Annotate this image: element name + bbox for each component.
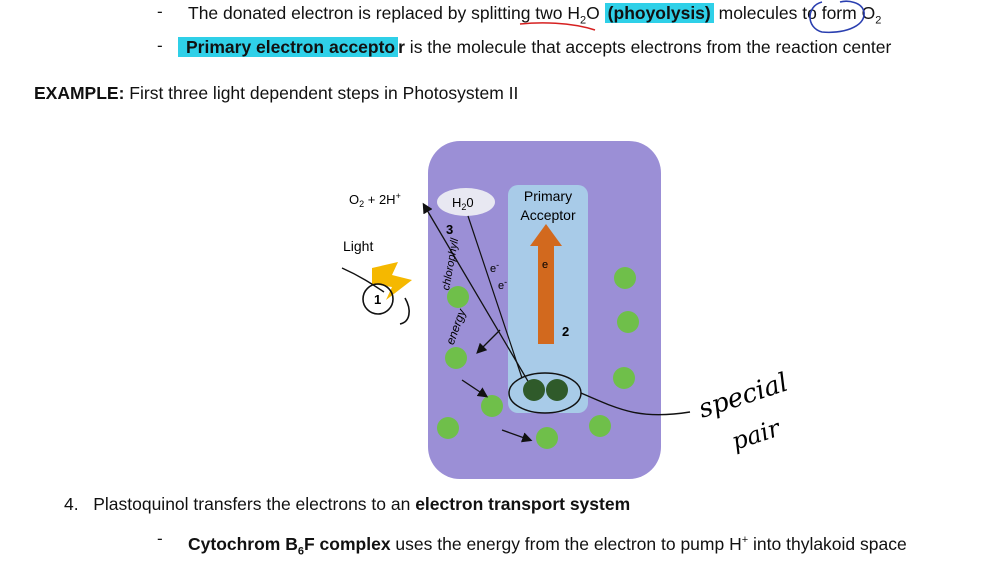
circle-annotation-o2	[809, 0, 865, 34]
text: Cytochrom B	[188, 533, 298, 554]
underlined-two: two	[535, 3, 563, 23]
example-line: EXAMPLE: First three light dependent ste…	[34, 82, 518, 104]
bullet-dash: -	[157, 2, 163, 21]
step-1: 1	[374, 292, 381, 307]
light-label: Light	[343, 238, 373, 254]
primary-label: Primary	[524, 188, 572, 204]
special-pair-a	[523, 379, 545, 401]
water-label: H20	[452, 195, 474, 212]
oxygen-protons-label: O2 + 2H+	[349, 191, 401, 209]
chlorophyll-dots	[437, 267, 639, 449]
e-label-a: e-	[490, 260, 499, 275]
handwritten-arc	[399, 297, 410, 325]
electron-label: e	[542, 259, 548, 271]
text: into thylakoid space	[748, 533, 907, 554]
chlorophyll	[614, 267, 636, 289]
text: uses the energy from the electron to pum…	[390, 533, 742, 554]
bullet-cytochrome: Cytochrom B6F complex uses the energy fr…	[188, 529, 907, 562]
step4-number: 4.	[64, 494, 79, 514]
acceptor-label: Acceptor	[520, 207, 576, 223]
text: r	[398, 37, 405, 57]
e-label-b: e-	[498, 277, 507, 292]
sub: 6	[297, 545, 304, 558]
special-pair-b	[546, 379, 568, 401]
handwritten-pair: pair	[728, 414, 785, 456]
water-split-arrow	[422, 202, 533, 389]
light-bolt	[372, 262, 412, 300]
step4-text: Plastoquinol transfers the electrons to …	[93, 494, 416, 514]
water-formula: H2O	[567, 3, 600, 27]
chlorophyll	[437, 417, 459, 439]
text: molecules to form	[713, 3, 862, 23]
oxygen-formula: O2	[861, 3, 882, 27]
bullet-dash: -	[157, 529, 163, 548]
sub: 2	[580, 14, 587, 27]
o: O	[586, 3, 600, 23]
text: is the molecule that accepts electrons f…	[404, 37, 892, 57]
electron-arrow-shaft	[538, 244, 554, 344]
chlorophyll	[447, 286, 469, 308]
energy-arrow	[501, 429, 533, 443]
sup: +	[741, 534, 749, 546]
example-label: EXAMPLE:	[34, 83, 125, 103]
step-2: 2	[562, 324, 569, 339]
chlorophyll	[536, 427, 558, 449]
highlight-primary-acceptor: Primary electron accepto	[178, 37, 399, 57]
energy-arrow	[476, 329, 501, 354]
text: The donated electron is replaced by spli…	[188, 3, 536, 23]
h: H	[567, 3, 581, 23]
bullet-photolysis: The donated electron is replaced by spli…	[188, 2, 881, 32]
handwritten-special: special	[695, 368, 792, 425]
water-oval	[437, 188, 495, 216]
example-text: First three light dependent steps in Pho…	[124, 83, 519, 103]
energy-arrow	[461, 379, 489, 398]
highlight-phoyolysis: (phoyolysis)	[604, 3, 714, 23]
sub: 2	[875, 14, 882, 27]
underline-annotation	[519, 22, 596, 31]
handwritten-stroke	[341, 267, 385, 293]
bullet-dash: -	[157, 36, 163, 55]
electron-arrow-head	[530, 224, 562, 246]
chlorophyll	[617, 311, 639, 333]
chlorophyll	[445, 347, 467, 369]
step-1-circle	[362, 283, 394, 315]
special-pair-pointer	[580, 392, 691, 416]
step4-bold: electron transport system	[415, 494, 631, 514]
step4-line: 4. Plastoquinol transfers the electrons …	[64, 493, 630, 515]
chlorophyll	[613, 367, 635, 389]
electron-path-line	[467, 215, 523, 379]
o: O	[861, 3, 876, 23]
text: F complex	[304, 533, 391, 554]
chlorophyll	[589, 415, 611, 437]
step-3: 3	[446, 222, 453, 237]
chlorophyll	[481, 395, 503, 417]
